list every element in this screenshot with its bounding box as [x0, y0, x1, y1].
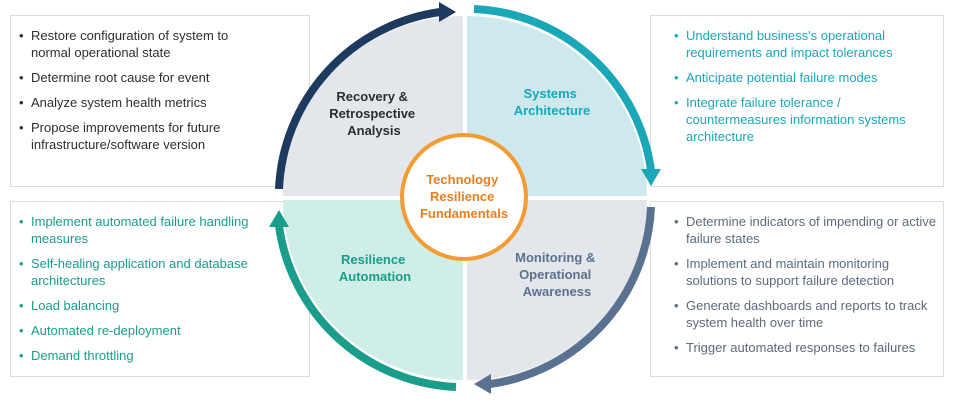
list-item: Automated re-deployment [18, 322, 268, 339]
monitoring-quadrant-fill [467, 200, 647, 380]
monitoring-arc [489, 206, 655, 388]
center-title: Technology Resilience Fundamentals [420, 172, 508, 221]
list-item: Demand throttling [18, 347, 268, 364]
list-item: Determine indicators of impending or act… [673, 213, 938, 247]
list-item: Implement and maintain monitoring soluti… [673, 255, 938, 289]
center-circle [400, 133, 528, 261]
automation-quadrant-fill [283, 200, 463, 380]
systems-bullet-list: Understand business's operational requir… [673, 27, 938, 153]
monitoring-arrowhead [474, 374, 491, 394]
list-item: Implement automated failure handling mea… [18, 213, 268, 247]
list-item: Generate dashboards and reports to track… [673, 297, 938, 331]
automation-title: Resilience Automation [339, 252, 411, 284]
recovery-quadrant-fill [283, 16, 463, 196]
automation-bullet-list: Implement automated failure handling mea… [18, 213, 268, 372]
recovery-title: Recovery & Retrospective Analysis [329, 89, 419, 138]
list-item: Load balancing [18, 297, 268, 314]
systems-arc [473, 5, 655, 171]
monitoring-title: Monitoring & Operational Awareness [515, 250, 599, 299]
list-item: Anticipate potential failure modes [673, 69, 938, 86]
list-item: Determine root cause for event [18, 69, 268, 86]
list-item: Trigger automated responses to failures [673, 339, 938, 356]
monitoring-bullet-list: Determine indicators of impending or act… [673, 213, 938, 364]
systems-arrowhead [641, 169, 661, 186]
systems-quadrant-fill [467, 16, 647, 196]
list-item: Analyze system health metrics [18, 94, 268, 111]
automation-arc [275, 225, 457, 391]
automation-arrowhead [269, 210, 289, 227]
recovery-arc [275, 8, 441, 190]
list-item: Understand business's operational requir… [673, 27, 938, 61]
recovery-arrowhead [439, 2, 456, 22]
list-item: Integrate failure tolerance / countermea… [673, 94, 938, 145]
recovery-bullet-list: Restore configuration of system to norma… [18, 27, 268, 161]
list-item: Propose improvements for future infrastr… [18, 119, 268, 153]
list-item: Self-healing application and database ar… [18, 255, 268, 289]
systems-title: Systems Architecture [514, 86, 591, 118]
list-item: Restore configuration of system to norma… [18, 27, 268, 61]
